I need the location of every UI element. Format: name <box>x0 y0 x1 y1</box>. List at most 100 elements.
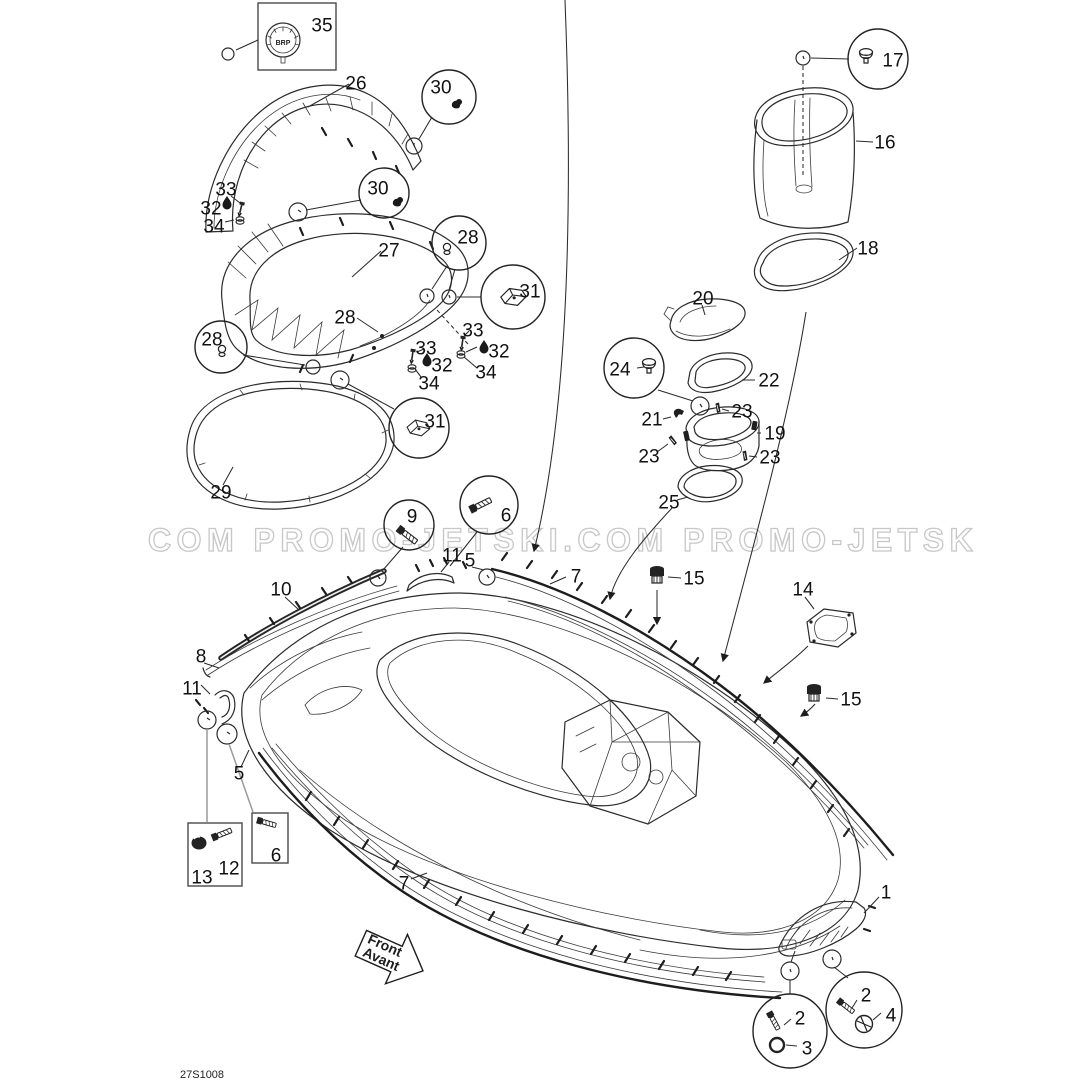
emblem-box-art: BRP <box>257 2 337 71</box>
arrow-leaders <box>531 0 816 717</box>
callout-label-19: 19 <box>764 424 785 445</box>
stud-ticks <box>243 551 851 982</box>
callout-label-15: 15 <box>840 690 861 711</box>
callout-label-29: 29 <box>210 483 231 504</box>
callout-label-9: 9 <box>407 507 418 528</box>
rivet-28-icon <box>442 242 452 256</box>
detail-boxes <box>187 812 289 887</box>
callout-label-14: 14 <box>792 580 814 601</box>
callout-label-31: 31 <box>424 412 445 433</box>
diagram-part-code: 27S1008 <box>180 1069 224 1081</box>
callout-label-23: 23 <box>731 402 752 423</box>
attachment-markers <box>197 47 842 981</box>
callout-label-8: 8 <box>196 647 207 668</box>
washer-34-icon <box>235 216 245 225</box>
front-arrow-shape <box>354 929 424 985</box>
wellnut-17-icon <box>858 47 874 64</box>
fastener-icons <box>191 47 874 1054</box>
loctite-droplet-icon <box>222 196 232 210</box>
callout-label-6: 6 <box>501 506 512 527</box>
callout-circle-2 <box>825 971 903 1049</box>
callout-label-22: 22 <box>758 371 779 392</box>
cap-13-icon <box>191 836 207 850</box>
callout-label-16: 16 <box>874 133 895 154</box>
callout-label-35: 35 <box>311 16 332 37</box>
callout-label-28: 28 <box>457 228 478 249</box>
callout-circle-31 <box>480 264 546 330</box>
front-arrow: Front Avant <box>354 929 424 985</box>
bolt-2-icon <box>765 1009 782 1032</box>
callout-label-20: 20 <box>692 289 713 310</box>
callout-label-25: 25 <box>658 493 679 514</box>
hinge-21-icon <box>673 408 684 418</box>
latch-23-icon <box>667 434 678 447</box>
callout-label-28: 28 <box>334 308 355 329</box>
leader-lines <box>200 39 882 1047</box>
part-29-seal-art <box>186 380 395 510</box>
bolt-6-icon <box>255 816 278 830</box>
callout-label-5: 5 <box>234 764 245 785</box>
part-20-lid-art <box>669 298 746 342</box>
callout-label-17: 17 <box>882 51 903 72</box>
callout-label-11: 11 <box>182 679 202 700</box>
callout-label-10: 10 <box>270 580 291 601</box>
callout-label-32: 32 <box>488 342 509 363</box>
callout-label-28: 28 <box>201 330 222 351</box>
callout-label-12: 12 <box>218 859 239 880</box>
callout-label-2: 2 <box>861 986 872 1007</box>
callout-label-18: 18 <box>857 239 878 260</box>
part-18-gasket-art <box>753 232 854 292</box>
detail-box-6 <box>251 812 289 864</box>
callout-label-34: 34 <box>418 374 440 395</box>
callout-circle-2 <box>752 993 828 1069</box>
grommet-30-icon <box>392 196 404 208</box>
deck-assembly-art <box>194 556 895 1000</box>
callout-label-21: 21 <box>641 410 662 431</box>
callout-label-31: 31 <box>519 282 540 303</box>
part-25-gasket-art <box>677 464 743 503</box>
callout-label-11: 11 <box>442 546 462 567</box>
callout-label-32: 32 <box>431 356 452 377</box>
glovebox-parts-art <box>663 298 760 503</box>
callout-label-7: 7 <box>399 874 410 895</box>
callout-label-30: 30 <box>367 179 388 200</box>
bolt-6-icon <box>467 495 493 515</box>
wellnut-24-icon <box>641 358 657 374</box>
bolt-2-icon <box>835 996 856 1016</box>
screw-33-icon <box>235 200 246 218</box>
detail-box-35 <box>257 2 337 71</box>
callout-label-30: 30 <box>430 78 451 99</box>
callout-circle-17 <box>847 28 909 90</box>
grommet-30-icon <box>451 98 463 110</box>
callout-label-2: 2 <box>795 1009 806 1030</box>
loctite-droplet-icon <box>422 353 432 367</box>
callout-label-7: 7 <box>571 567 582 588</box>
callout-label-33: 33 <box>215 180 236 201</box>
callout-circle-28 <box>431 215 487 271</box>
latch-23-icon <box>715 402 721 414</box>
callout-circle-30 <box>421 69 477 125</box>
callout-label-4: 4 <box>886 1006 897 1027</box>
part-14-plate-art <box>806 608 857 648</box>
callout-label-3: 3 <box>802 1039 813 1060</box>
callout-circle-6 <box>459 475 519 535</box>
callout-label-33: 33 <box>462 321 483 342</box>
oring-3-icon <box>768 1036 786 1054</box>
watermark: COM PROMO-JETSKI.COM PROMO-JETSK <box>147 521 978 558</box>
callout-label-24: 24 <box>609 360 631 381</box>
callout-label-23: 23 <box>638 447 659 468</box>
callout-label-13: 13 <box>191 868 212 889</box>
callout-label-26: 26 <box>345 74 366 95</box>
emblem-brand-text: BRP <box>276 40 291 47</box>
callout-circle-30 <box>358 167 410 219</box>
drain-plug-15-icon <box>806 683 822 702</box>
watermark-text: COM PROMO-JETSKI.COM PROMO-JETSK <box>148 522 978 558</box>
callout-label-34: 34 <box>475 363 497 384</box>
screw-head-4-icon <box>854 1014 874 1034</box>
drain-plug-15-icon <box>649 565 665 584</box>
callout-label-5: 5 <box>465 551 476 572</box>
loctite-droplet-icon <box>479 340 489 354</box>
callout-label-6: 6 <box>271 846 282 867</box>
